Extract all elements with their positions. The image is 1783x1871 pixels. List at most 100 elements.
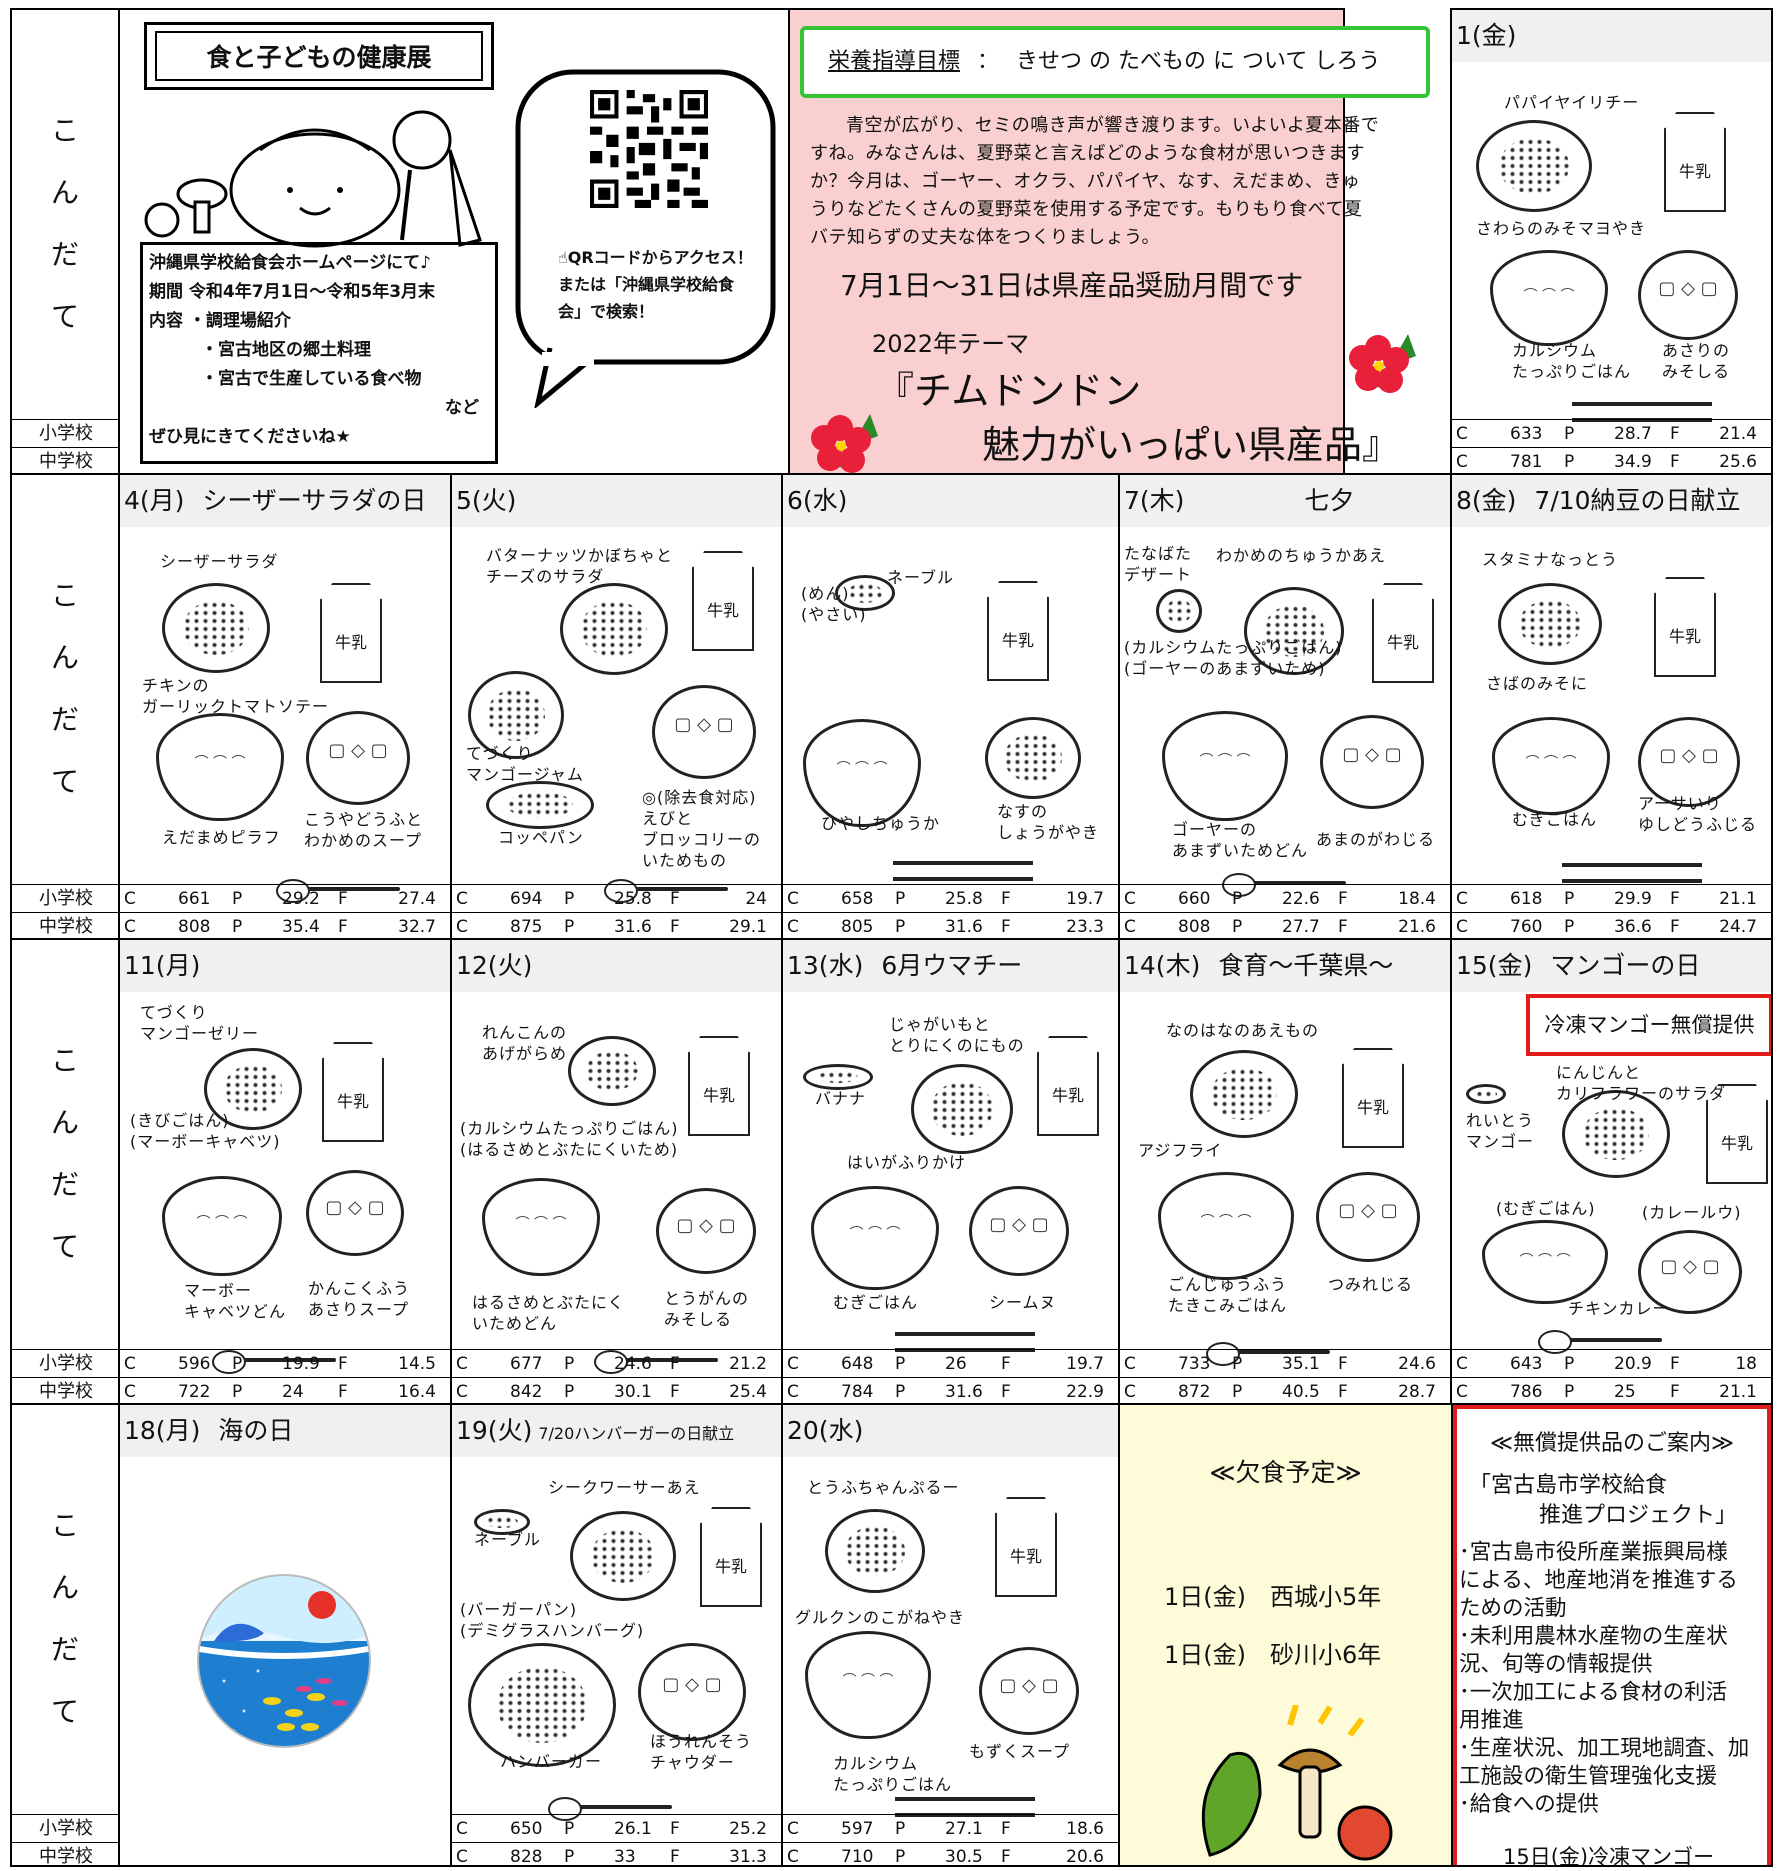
side-label: こんだて <box>50 1509 79 1728</box>
menu-item-label: わかめのちゅうかあえ <box>1216 546 1387 565</box>
nutrient-label: C <box>787 1819 799 1839</box>
nutrient-value: 20.6 <box>1066 1847 1104 1867</box>
dish-icon <box>570 1511 676 1601</box>
qr-code-icon[interactable] <box>590 90 708 208</box>
nutrient-value: 28.7 <box>1398 1382 1436 1402</box>
exhibit-line: ・宮古地区の郷土料理 <box>201 340 371 360</box>
nutrient-value: 24.6 <box>1398 1354 1436 1374</box>
menu-item-label: ごんじゅうふう たきこみごはん <box>1168 1275 1288 1315</box>
nutrient-label: F <box>338 1354 348 1374</box>
week3-side: こんだて 小学校 中学校 <box>10 938 120 1405</box>
rice-bowl-icon <box>1492 717 1610 815</box>
nutrient-value: 643 <box>1510 1354 1543 1374</box>
menu-item-label: はるさめとぶたにく いためどん <box>472 1293 625 1333</box>
nutrient-label: F <box>670 917 680 937</box>
nutrient-value: 784 <box>841 1382 874 1402</box>
menu-item-label: アジフライ <box>1138 1141 1223 1160</box>
day-header: 6(水) <box>783 475 1118 527</box>
nutrient-label: F <box>1001 1354 1011 1374</box>
nutrient-label: C <box>456 1382 468 1402</box>
menu-item-label: とうがんの みそしる <box>664 1289 750 1329</box>
nutrient-value: 31.6 <box>945 917 983 937</box>
day-theme: 海の日 <box>218 1416 294 1445</box>
nutrient-label: F <box>1001 1847 1011 1867</box>
hibiscus-icon <box>1349 334 1416 393</box>
day-date: 5(火) <box>456 486 517 515</box>
nutrient-label: C <box>1456 452 1468 472</box>
day-header: 1(金) <box>1452 10 1771 62</box>
dish-icon <box>911 1064 1013 1154</box>
milk-carton-icon: 牛乳 <box>987 597 1049 681</box>
nutrient-label: C <box>1124 917 1136 937</box>
day-header: 20(水) <box>783 1405 1118 1457</box>
menu-item-label: えだまめピラフ <box>162 828 281 847</box>
menu-item-label: チキンの ガーリックトマトソテー <box>142 676 330 716</box>
menu-item-label: ◎(除去食対応) えびと ブロッコリーの いためもの <box>642 788 762 870</box>
soup-bowl-icon <box>1638 717 1740 807</box>
exhibit-title: 食と子どもの健康展 <box>155 31 483 81</box>
nutrient-label: C <box>1456 917 1468 937</box>
day-cell-d20: 20(水)牛乳とうふちゃんぷるーグルクンのこがねやきカルシウム たっぷりごはんも… <box>781 1403 1120 1867</box>
nutrient-label: C <box>456 889 468 909</box>
menu-item-label: あまのがわじる <box>1316 830 1436 849</box>
day-cell-d4: 4(月)シーザーサラダの日牛乳シーザーサラダチキンの ガーリックトマトソテーえだ… <box>118 473 452 940</box>
nutrient-value: 661 <box>178 889 211 909</box>
nutrient-value: 24 <box>282 1382 304 1402</box>
nutrient-label: F <box>670 1847 680 1867</box>
menu-item-label: スタミナなっとう <box>1482 550 1619 569</box>
menu-item-label: もずくスープ <box>969 1742 1071 1761</box>
nutrient-value: 16.4 <box>398 1382 436 1402</box>
free-project: 「宮古島市学校給食 推進プロジェクト」 <box>1469 1473 1738 1528</box>
soup-bowl-icon <box>979 1647 1079 1735</box>
spoon-icon <box>1538 1330 1662 1354</box>
milk-carton-icon: 牛乳 <box>995 1513 1057 1597</box>
dish-icon <box>835 575 895 611</box>
exhibit-line: ぜひ見にきてくださいね★ <box>149 427 351 447</box>
menu-item-label: (カルシウムたっぷりごはん) (はるさめとぶたにくいため) <box>460 1119 679 1159</box>
menu-item-label: パパイヤイリチー <box>1504 93 1640 112</box>
day-header: 8(金)7/10納豆の日献立 <box>1452 475 1771 527</box>
level-middle: 中学校 <box>12 912 120 940</box>
menu-item-label: グルクンのこがねやき <box>795 1608 966 1627</box>
nutrient-value: 781 <box>1510 452 1543 472</box>
nutrient-label: F <box>338 1382 348 1402</box>
nutrient-label: C <box>456 1819 468 1839</box>
nutrient-value: 22.6 <box>1282 889 1320 909</box>
milk-carton-icon: 牛乳 <box>700 1523 762 1607</box>
nutrient-label: P <box>1232 1382 1243 1402</box>
milk-carton-icon: 牛乳 <box>1037 1052 1099 1136</box>
nutrient-value: 25.8 <box>945 889 983 909</box>
prefecture-month-notice: 7月1日～31日は県産品奨励月間です <box>840 269 1304 302</box>
spoon-icon <box>1206 1342 1330 1366</box>
nutrient-value: 760 <box>1510 917 1543 937</box>
menu-item-label: にんじんと カリフラワーのサラダ <box>1556 1063 1727 1103</box>
nutrient-value: 27.7 <box>1282 917 1320 937</box>
rice-bowl-icon <box>1482 1220 1608 1304</box>
theme-year: 2022年テーマ <box>872 330 1030 358</box>
menu-item-label: つみれじる <box>1328 1275 1414 1294</box>
nutrient-label: P <box>1564 1354 1575 1374</box>
nutrient-value: 24 <box>745 889 767 909</box>
week2-side: こんだて 小学校 中学校 <box>10 473 120 940</box>
nutrient-value: 21.4 <box>1719 424 1757 444</box>
day-header: 7(木)七夕 <box>1120 475 1450 527</box>
nutrient-value: 20.9 <box>1614 1354 1652 1374</box>
nutrient-label: C <box>1456 424 1468 444</box>
soup-bowl-icon <box>1316 1172 1420 1262</box>
nutrient-value: 25.2 <box>729 1819 767 1839</box>
level-elementary: 小学校 <box>12 419 120 447</box>
milk-carton-icon: 牛乳 <box>692 567 754 651</box>
nutrient-label: P <box>895 889 906 909</box>
menu-item-label: バターナッツかぼちゃと チーズのサラダ <box>486 546 674 586</box>
nutrient-label: C <box>456 917 468 937</box>
vegetable-characters-illustration <box>1201 1705 1393 1861</box>
nutrient-value: 27.1 <box>945 1819 983 1839</box>
day-cell-d11: 11(月)牛乳てづくり マンゴーゼリー(きびごはん) (マーボーキャベツ)マーボ… <box>118 938 452 1405</box>
nutrient-label: C <box>787 917 799 937</box>
day-date: 14(木) <box>1124 951 1201 980</box>
lunch-menu-calendar: こんだて 小学校 中学校 こんだて 小学校 中学校 こんだて 小学校 中学校 こ… <box>10 8 1773 1867</box>
